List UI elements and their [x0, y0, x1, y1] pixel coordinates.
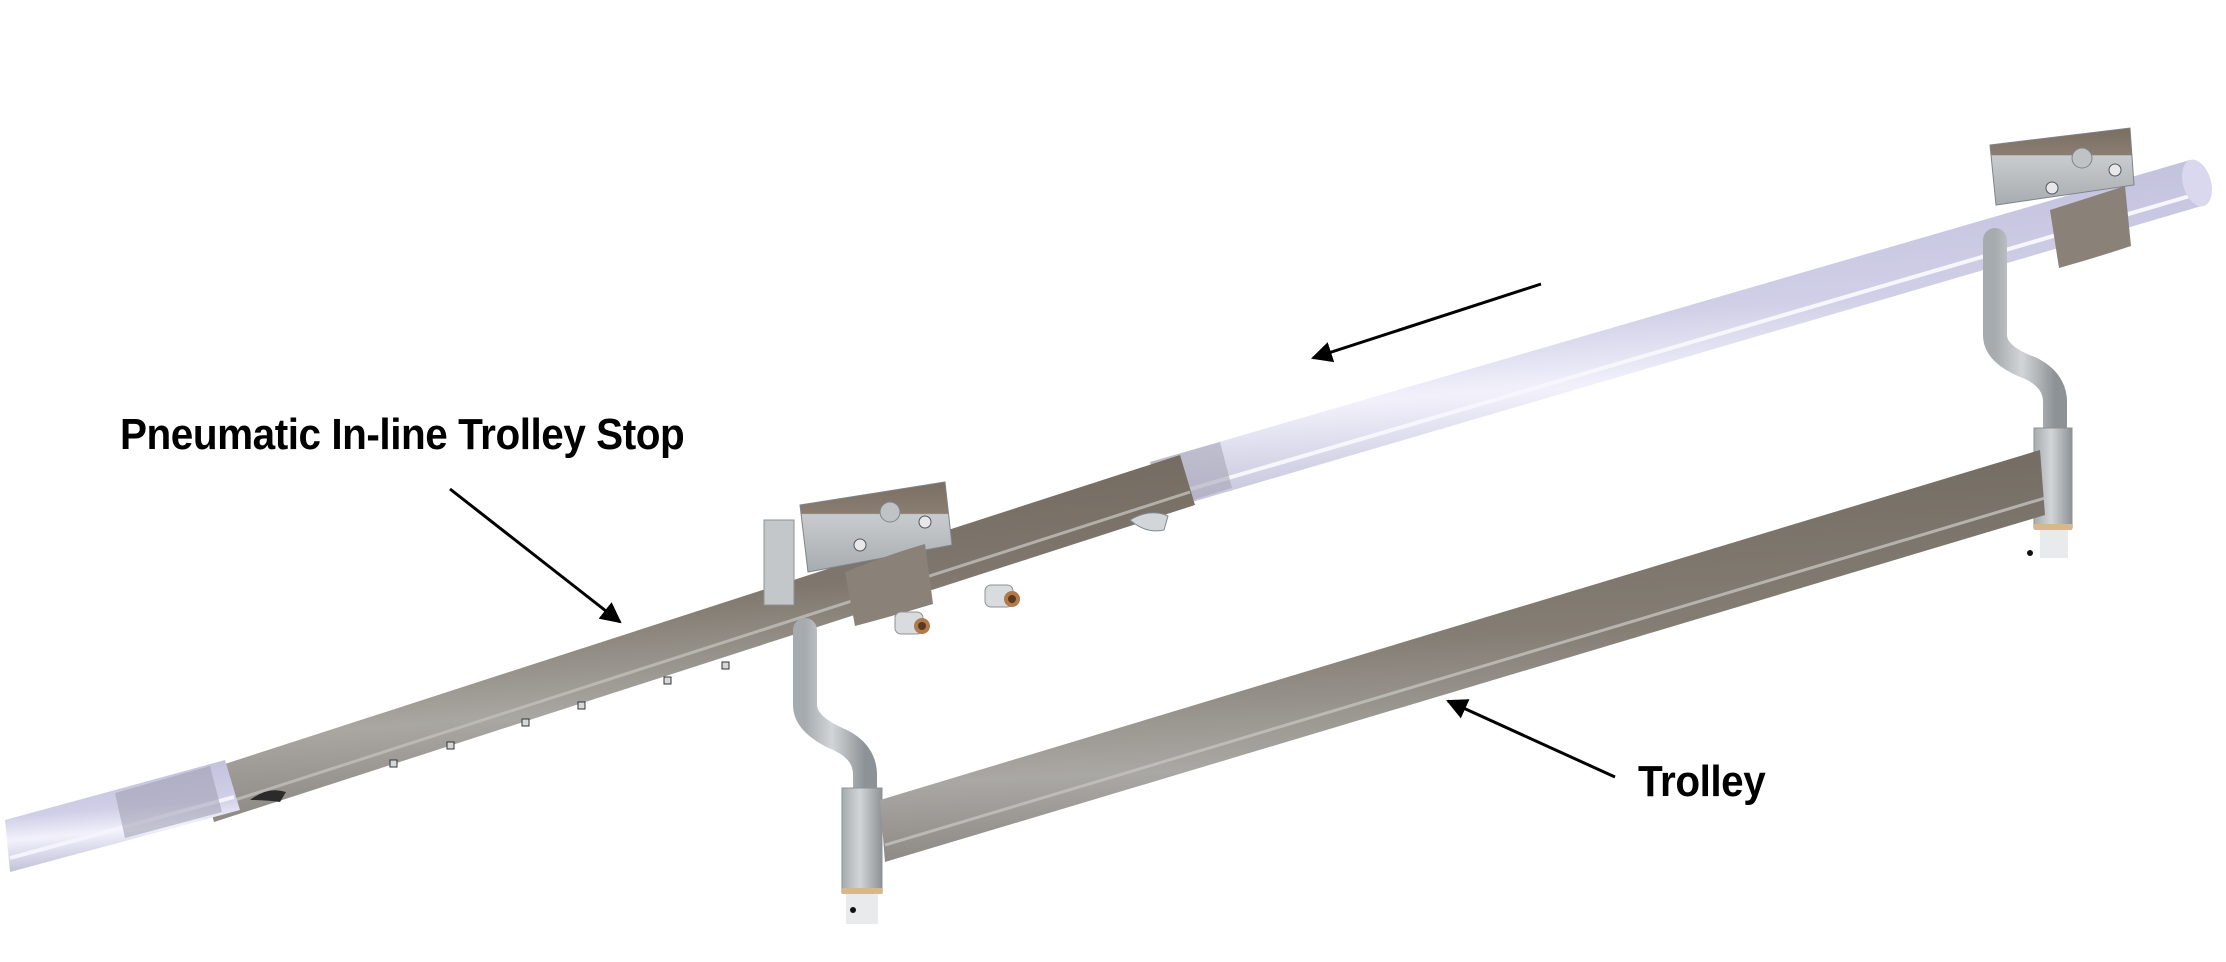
steel-rail-section — [200, 455, 1195, 822]
direction-arrow — [1311, 282, 1542, 363]
transparent-rail-left — [5, 760, 240, 872]
label-trolley: Trolley — [1638, 757, 1766, 806]
trolley-leader-arrow — [1446, 699, 1616, 779]
trolley-carriage-right — [1989, 127, 2135, 268]
trolley-hanger-left — [793, 618, 883, 924]
trolley-carriage-left — [763, 481, 1020, 635]
pneumatic-fittings — [894, 584, 1020, 635]
label-pneumatic-stop: Pneumatic In-line Trolley Stop — [120, 410, 685, 459]
trolley-bar — [880, 450, 2046, 862]
stop-leader-arrow — [449, 487, 622, 624]
